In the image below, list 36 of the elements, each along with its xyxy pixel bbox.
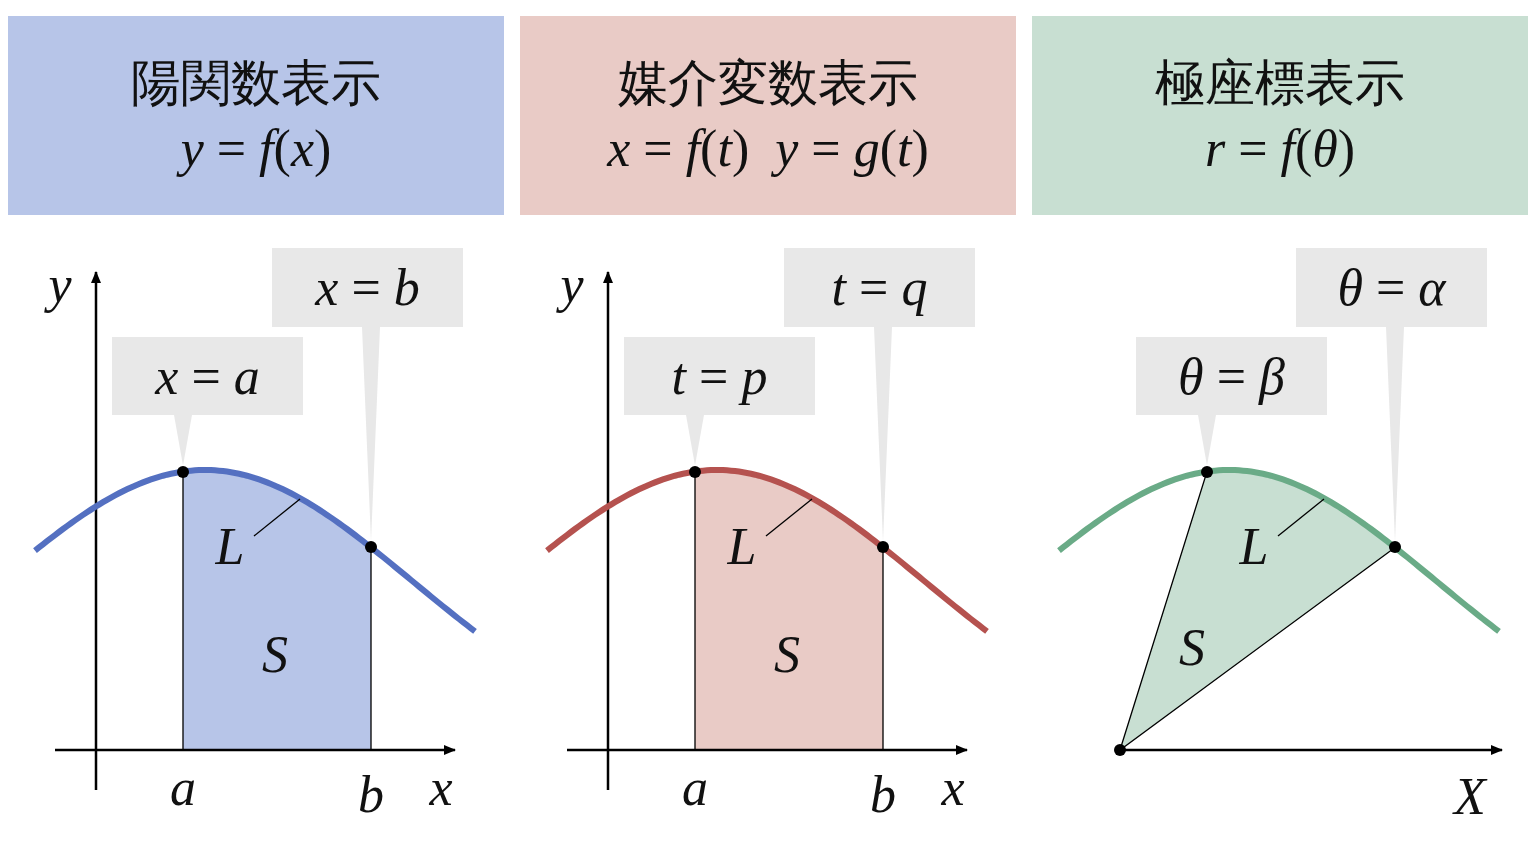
axis-label: X: [1454, 771, 1486, 823]
header-title: 極座標表示: [1155, 52, 1405, 113]
formula-text: x = f(t) y = g(t): [607, 118, 929, 179]
formula-text: r = f(θ): [1204, 118, 1356, 179]
point-dot: [1201, 465, 1213, 478]
leader-line: [1277, 498, 1325, 537]
point-dot: [689, 465, 701, 478]
header-box: [520, 16, 1016, 215]
leader-line: [253, 498, 301, 537]
leader-line: [174, 415, 192, 466]
header-box: [1032, 16, 1528, 215]
point-label: a: [682, 762, 708, 814]
area-label: S: [774, 629, 800, 681]
length-label: L: [208, 522, 252, 572]
axis-label: x: [941, 762, 965, 814]
area-label: S: [262, 629, 288, 681]
point-dot: [177, 465, 189, 478]
leader-line: [686, 415, 704, 466]
callout-text: t = p: [671, 346, 768, 406]
callout-text: x = b: [315, 258, 420, 317]
point-label: b: [870, 769, 896, 821]
callout-text: θ = α: [1337, 258, 1446, 317]
callout-text: x = a: [155, 346, 260, 406]
length-label: L: [1232, 522, 1276, 572]
leader-line: [1198, 415, 1216, 466]
point-label: a: [170, 762, 196, 814]
callout-text: θ = β: [1178, 346, 1285, 406]
leader-line: [765, 498, 813, 537]
point-label: b: [358, 769, 384, 821]
length-label: L: [720, 522, 764, 572]
axis-label: x: [429, 762, 453, 814]
area-label: S: [1179, 622, 1205, 674]
callout-text: t = q: [831, 258, 928, 317]
header-box: [8, 16, 504, 215]
header-title: 陽関数表示: [131, 52, 381, 113]
header-title: 媒介変数表示: [618, 52, 918, 113]
